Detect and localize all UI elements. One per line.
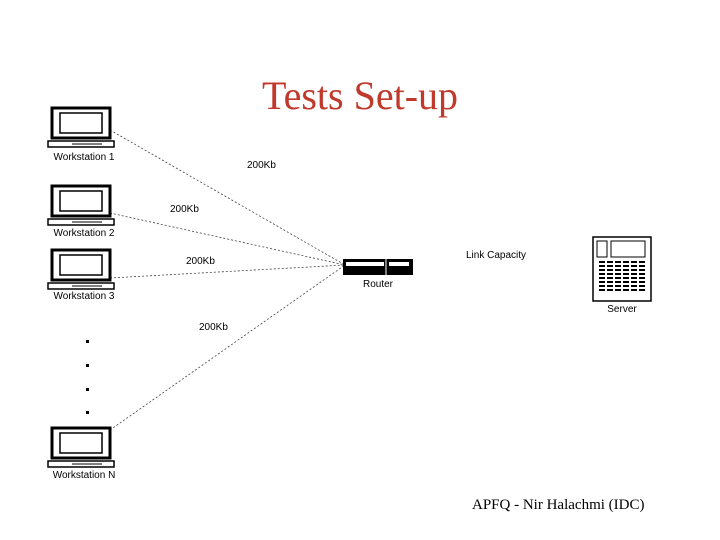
link-line-ws2 <box>109 212 346 266</box>
router-icon <box>343 259 413 275</box>
workstation-label: Workstation 1 <box>54 152 115 163</box>
server-icon <box>592 236 652 302</box>
workstation-icon <box>47 184 115 226</box>
link-capacity-label: Link Capacity <box>466 250 526 261</box>
workstation-label: Workstation N <box>53 470 116 481</box>
link-line-ws1 <box>109 129 346 266</box>
link-label: 200Kb <box>186 256 215 267</box>
server-label: Server <box>607 304 637 315</box>
link-label: 200Kb <box>247 160 276 171</box>
link-label: 200Kb <box>199 322 228 333</box>
slide-title: Tests Set-up <box>261 73 459 118</box>
workstation-icon <box>47 248 115 290</box>
workstation-label: Workstation 2 <box>54 228 115 239</box>
link-line-wsn <box>109 264 346 431</box>
ellipsis-dots <box>86 340 89 414</box>
slide-footer: APFQ - Nir Halachmi (IDC) <box>472 497 645 513</box>
workstation-icon <box>47 106 115 148</box>
workstation-icon <box>47 426 115 468</box>
router-label: Router <box>363 279 394 290</box>
link-label: 200Kb <box>170 204 199 215</box>
link-line-ws3 <box>109 264 346 279</box>
workstation-label: Workstation 3 <box>54 291 115 302</box>
